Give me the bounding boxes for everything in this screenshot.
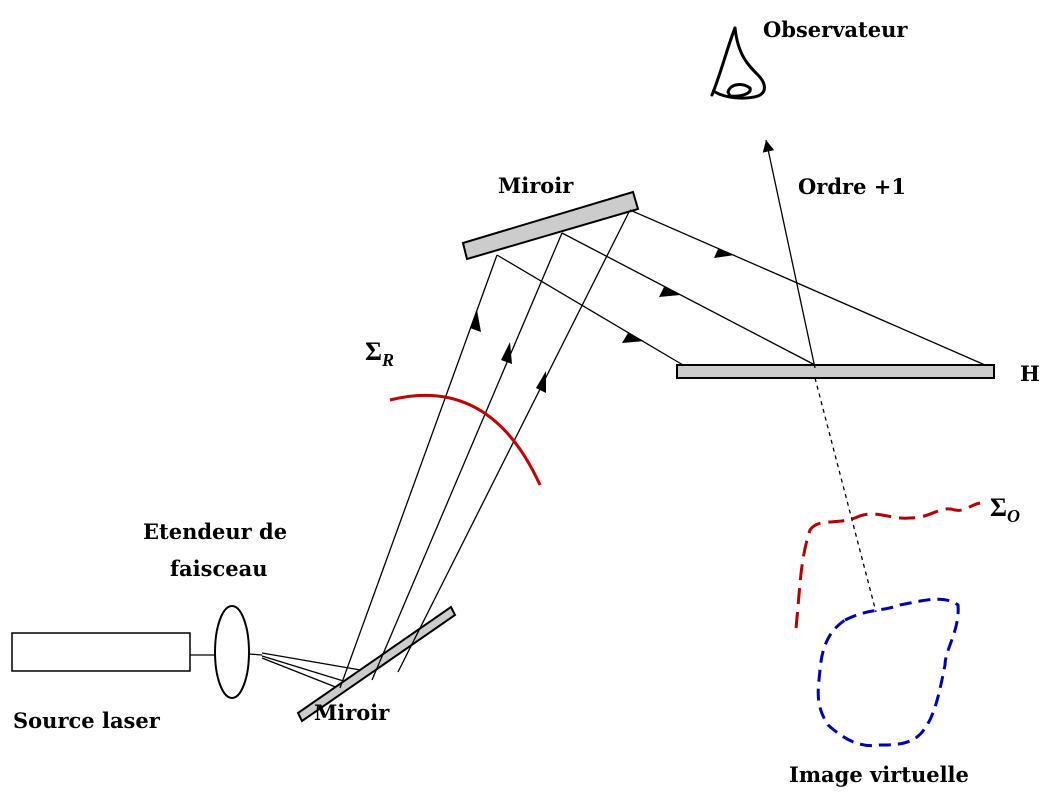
expander-label-line2: faisceau (170, 556, 267, 581)
arrow-head-icon (470, 310, 481, 332)
eye-icon (710, 26, 766, 100)
arrow-head-icon (622, 333, 644, 343)
order-label: Ordre +1 (798, 174, 906, 199)
arrow-head-icon (501, 342, 512, 364)
order-plus-one-ray (762, 139, 816, 369)
sigma-o-label: ΣO (990, 493, 1020, 526)
hologram-label: H (1020, 361, 1040, 386)
hologram-plate (676, 364, 995, 379)
arrow-head-icon (536, 371, 546, 393)
virtual-ray-dashed (814, 377, 877, 613)
reference-rays-up (339, 209, 631, 689)
arrow-head-icon (659, 287, 680, 297)
sigma-r-label: ΣR (365, 337, 394, 370)
expander-label-line1: Etendeur de (143, 519, 287, 544)
virtual-image-label: Image virtuelle (789, 762, 969, 787)
expanded-beam (248, 652, 373, 689)
arrow-head-icon (714, 249, 735, 258)
rays-to-hologram (496, 209, 986, 366)
virtual-image-shape (816, 597, 960, 748)
observer-label: Observateur (763, 17, 908, 42)
reference-ray-arrows (470, 310, 546, 393)
beam-expander-lens (214, 605, 250, 699)
laser-source-label: Source laser (13, 708, 161, 733)
hologram-ray-arrows (622, 249, 735, 343)
reference-wavefront (389, 393, 542, 486)
laser-source-box (11, 632, 191, 672)
object-wavefront (794, 501, 981, 629)
top-mirror (461, 190, 640, 261)
bottom-mirror-label: Miroir (314, 700, 390, 725)
top-mirror-label: Miroir (498, 173, 574, 198)
